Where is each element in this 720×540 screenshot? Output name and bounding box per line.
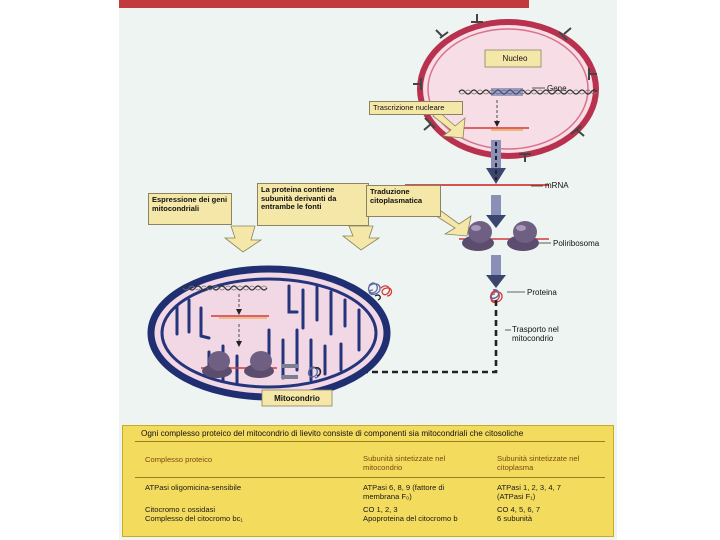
- table-row-3-complex: Complesso del citocromo bc₁: [145, 514, 243, 523]
- table-header-complex: Complesso proteico: [145, 455, 235, 464]
- table-rule-top: [135, 441, 605, 442]
- subunit-table: Ogni complesso proteico del mitocondrio …: [122, 425, 614, 537]
- figure: Nucleo Gene Trascrizione nucleare mRNA P…: [119, 0, 617, 540]
- transcription-box: Trascrizione nucleare: [369, 101, 463, 115]
- mitochondrion: [151, 269, 392, 406]
- polyribosome-label: Poliribosoma: [553, 239, 599, 248]
- mrna-label: mRNA: [545, 181, 569, 190]
- table-rule-mid: [135, 477, 605, 478]
- table-row-1-complex: ATPasi oligomicina-sensibile: [145, 483, 241, 492]
- table-header-cyto: Subunità sintetizzate nel citoplasma: [497, 454, 583, 472]
- table-row-2-complex: Citocromo c ossidasi: [145, 505, 215, 514]
- table-title: Ogni complesso proteico del mitocondrio …: [141, 429, 611, 438]
- mitochondrion-label: Mitocondrio: [264, 394, 330, 403]
- table-row-3-mito: Apoproteina del citocromo b: [363, 514, 458, 523]
- table-row-1-cyto: ATPasi 1, 2, 3, 4, 7 (ATPasi F₁): [497, 483, 587, 501]
- table-row-3-cyto: 6 subunità: [497, 514, 532, 523]
- table-row-2-mito: CO 1, 2, 3: [363, 505, 398, 514]
- gene-label: Gene: [547, 84, 567, 93]
- table-row-2-cyto: CO 4, 5, 6, 7: [497, 505, 540, 514]
- table-row-1-mito: ATPasi 6, 8, 9 (fattore di membrana F₀): [363, 483, 463, 501]
- nucleus-label: Nucleo: [492, 54, 538, 63]
- callout-translation: Traduzione citoplasmatica: [366, 185, 441, 217]
- protein-label: Proteina: [527, 288, 557, 297]
- callout-protein-sources: La proteina contiene subunità derivanti …: [257, 183, 369, 226]
- callout-expression: Espressione dei geni mitocondriali: [148, 193, 232, 225]
- transport-label: Trasporto nel mitocondrio: [512, 325, 578, 343]
- table-header-mito: Subunità sintetizzate nel mitocondrio: [363, 454, 449, 472]
- nucleus: [413, 14, 597, 162]
